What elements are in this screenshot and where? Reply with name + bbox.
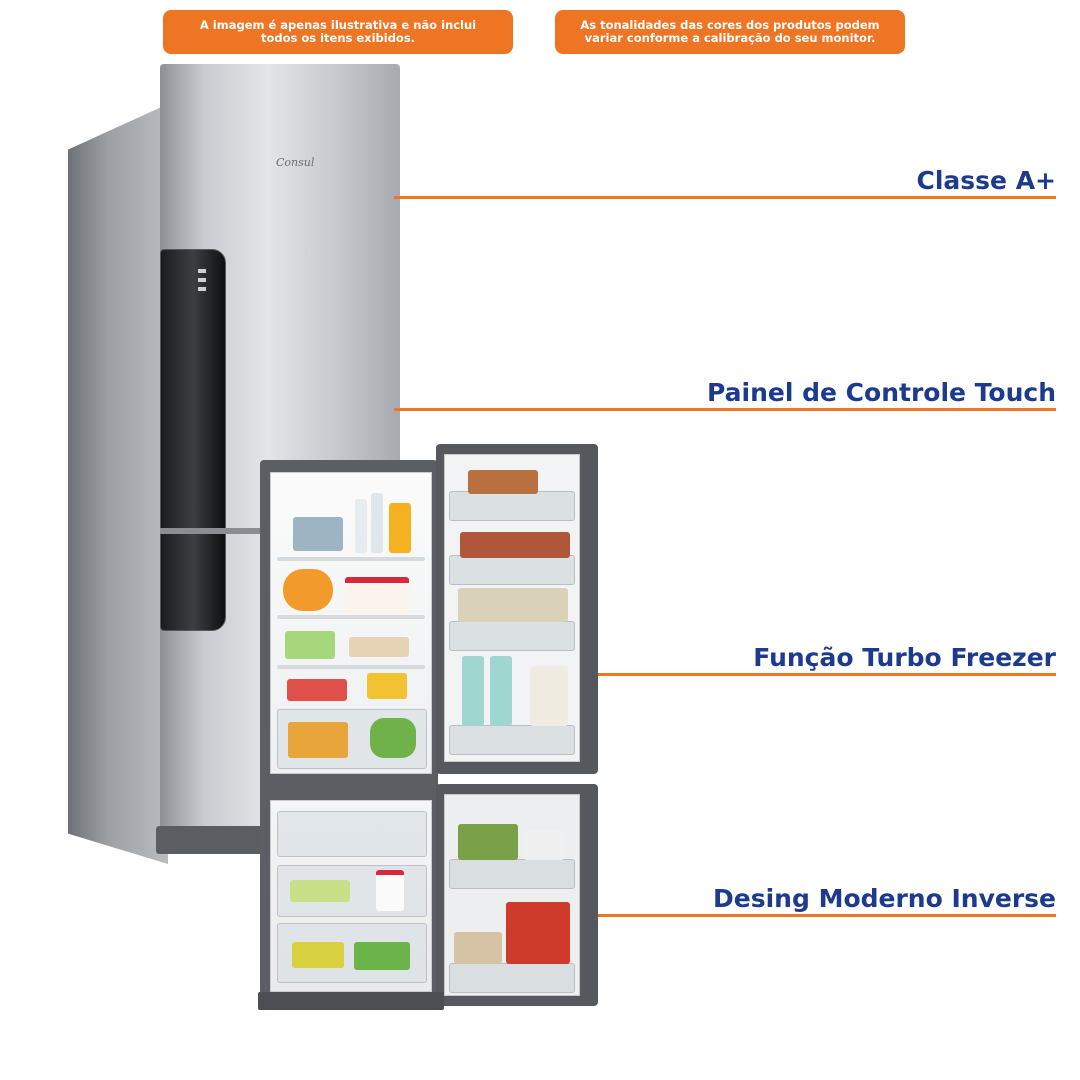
- feature-line-energy-class: [394, 196, 1056, 199]
- door-inner-panel: [444, 794, 580, 996]
- freezer-door-open: [436, 784, 598, 1006]
- food-container: [293, 517, 343, 551]
- freezer-drawer: [277, 923, 427, 983]
- bottle: [371, 493, 383, 553]
- sauces: [460, 532, 570, 558]
- fridge-feet: [258, 992, 444, 1010]
- fridge-compartment: [270, 472, 432, 774]
- cake: [345, 577, 409, 617]
- waffles: [454, 932, 502, 964]
- jars: [468, 470, 538, 494]
- touch-control-panel: [196, 264, 218, 312]
- feature-line-turbo-freezer: [598, 673, 1056, 676]
- pizza-box: [506, 902, 570, 964]
- feature-label-inverse-design: Desing Moderno Inverse: [713, 884, 1056, 913]
- cheese: [367, 673, 407, 699]
- feature-line-touch-panel: [394, 408, 1056, 411]
- ice-tray-shelf: [277, 811, 427, 857]
- oranges: [283, 569, 333, 611]
- notice-illustrative-image: A imagem é apenas ilustrativa e não incl…: [163, 10, 513, 54]
- frozen-corn: [292, 942, 344, 968]
- frozen-peas: [354, 942, 410, 970]
- ice-cream: [376, 870, 404, 911]
- fridge-door-open: [436, 444, 598, 774]
- feature-label-touch-panel: Painel de Controle Touch: [707, 378, 1056, 407]
- door-bin: [449, 532, 575, 585]
- frozen-food: [290, 880, 350, 902]
- refrigerator-closed-image: Consul: [68, 64, 400, 864]
- milk-bottles: [530, 666, 568, 726]
- feature-line-inverse-design: [598, 914, 1056, 917]
- door-bin: [449, 902, 575, 993]
- fridge-side-panel: [68, 104, 168, 864]
- brand-logo: Consul: [276, 156, 315, 169]
- water-bottle: [490, 656, 512, 726]
- glass-shelf: [277, 557, 425, 561]
- door-bin: [449, 656, 575, 755]
- feature-label-turbo-freezer: Função Turbo Freezer: [753, 643, 1056, 672]
- notice-color-calibration: As tonalidades das cores dos produtos po…: [555, 10, 905, 54]
- feature-label-energy-class: Classe A+: [916, 166, 1056, 195]
- notice-color-text: As tonalidades das cores dos produtos po…: [580, 18, 880, 45]
- tomatoes: [287, 679, 347, 701]
- lettuce: [370, 718, 416, 758]
- door-inner-panel: [444, 454, 580, 762]
- fruits: [288, 722, 348, 758]
- frozen-vegetables: [458, 824, 518, 860]
- vegetable-drawer: [277, 709, 427, 769]
- glass-shelf: [277, 615, 425, 619]
- bottles: [458, 588, 568, 622]
- bottle: [355, 499, 367, 553]
- refrigerator-open-image: [258, 444, 600, 1010]
- fridge-handle: [160, 249, 226, 631]
- frozen-box: [524, 830, 564, 860]
- notice-illustrative-text: A imagem é apenas ilustrativa e não incl…: [199, 18, 477, 45]
- water-bottle: [462, 656, 484, 726]
- door-bin: [449, 588, 575, 651]
- door-bin: [449, 470, 575, 521]
- freezer-drawer: [277, 865, 427, 917]
- juice-bottle: [389, 503, 411, 553]
- glass-shelf: [277, 665, 425, 669]
- container: [285, 631, 335, 659]
- freezer-compartment: [270, 800, 432, 992]
- door-bin: [449, 824, 575, 889]
- eggs: [349, 637, 409, 657]
